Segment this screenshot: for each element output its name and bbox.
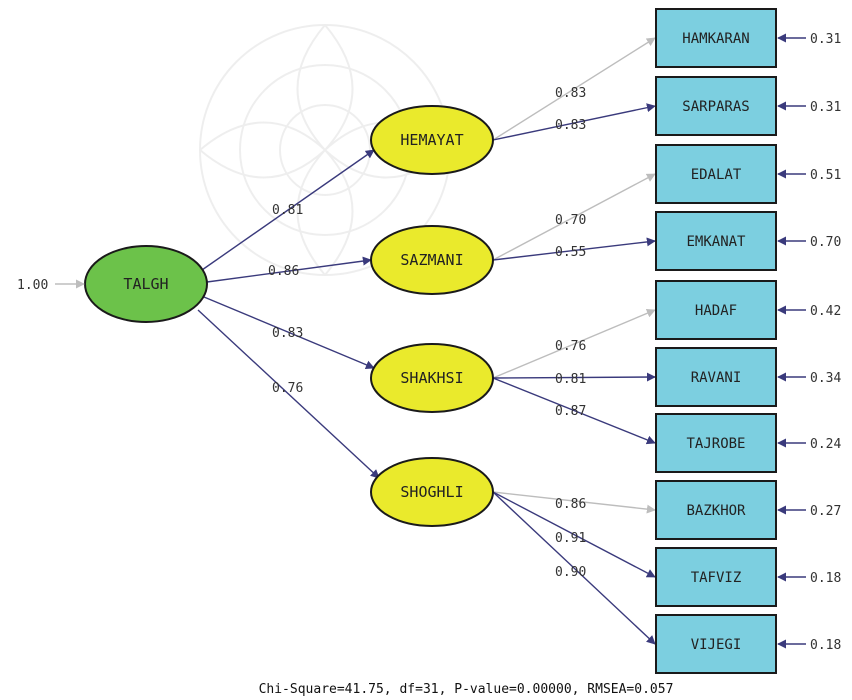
factor-label-hemayat: HEMAYAT — [400, 131, 463, 149]
error-variance-sarparas: 0.31 — [810, 100, 841, 115]
error-variance-hamkaran: 0.31 — [810, 32, 841, 47]
indicator-box-edalat: EDALAT — [655, 144, 777, 204]
indicator-label-sarparas: SARPARAS — [682, 99, 749, 115]
edges-layer — [197, 33, 806, 649]
indicator-box-hamkaran: HAMKARAN — [655, 8, 777, 68]
indicator-box-vijegi: VIJEGI — [655, 614, 777, 674]
indicator-box-hadaf: HADAF — [655, 280, 777, 340]
path-shakhsi-hadaf — [492, 308, 656, 379]
path-talgh-hemayat — [201, 149, 375, 271]
loading-label-vijegi: 0.90 — [555, 565, 586, 580]
loading-label-emkanat: 0.55 — [555, 245, 586, 260]
path-hemayat-hamkaran — [492, 37, 656, 141]
indicator-label-vijegi: VIJEGI — [691, 637, 742, 653]
error-variance-edalat: 0.51 — [810, 168, 841, 183]
path-talgh-shakhsi — [203, 296, 375, 370]
indicator-label-hadaf: HADAF — [695, 303, 737, 319]
factor-node-shakhsi: SHAKHSI — [370, 343, 494, 413]
loading-label-talgh-hemayat: 0.81 — [272, 203, 303, 218]
factor-node-shoghli: SHOGHLI — [370, 457, 494, 527]
indicator-label-tafviz: TAFVIZ — [691, 570, 742, 586]
loading-label-bazkhor: 0.86 — [555, 497, 586, 512]
factor-label-shoghli: SHOGHLI — [400, 483, 463, 501]
path-shakhsi-ravani — [492, 372, 656, 382]
error-variance-bazkhor: 0.27 — [810, 504, 841, 519]
main-factor-label: TALGH — [123, 275, 168, 293]
main-factor-node: TALGH — [84, 245, 208, 323]
error-variance-vijegi: 0.18 — [810, 638, 841, 653]
path-shoghli-vijegi — [492, 491, 656, 645]
error-variance-tafviz: 0.18 — [810, 571, 841, 586]
path-sazmani-emkanat — [492, 237, 656, 261]
factor-node-hemayat: HEMAYAT — [370, 105, 494, 175]
loading-label-edalat: 0.70 — [555, 213, 586, 228]
path-shakhsi-tajrobe — [492, 377, 656, 445]
loading-label-hamkaran: 0.83 — [555, 86, 586, 101]
path-hemayat-sarparas — [492, 103, 656, 141]
loading-label-talgh-shoghli: 0.76 — [272, 381, 303, 396]
path-sazmani-edalat — [492, 173, 656, 261]
error-variance-ravani: 0.34 — [810, 371, 841, 386]
indicator-label-edalat: EDALAT — [691, 167, 742, 183]
main-factor-variance: 1.00 — [17, 278, 48, 293]
indicators-layer: HAMKARAN SARPARAS EDALAT EMKANAT HADAF R… — [655, 8, 777, 674]
loading-label-talgh-shakhsi: 0.83 — [272, 326, 303, 341]
indicator-box-sarparas: SARPARAS — [655, 76, 777, 136]
indicator-box-bazkhor: BAZKHOR — [655, 480, 777, 540]
indicator-box-tafviz: TAFVIZ — [655, 547, 777, 607]
indicator-label-emkanat: EMKANAT — [686, 234, 746, 250]
indicator-box-emkanat: EMKANAT — [655, 211, 777, 271]
indicator-box-tajrobe: TAJROBE — [655, 413, 777, 473]
path-talgh-shoghli — [197, 309, 380, 479]
loading-label-tajrobe: 0.87 — [555, 404, 586, 419]
indicator-box-ravani: RAVANI — [655, 347, 777, 407]
indicator-label-ravani: RAVANI — [691, 370, 742, 386]
path-shoghli-tafviz — [492, 491, 656, 578]
error-variance-emkanat: 0.70 — [810, 235, 841, 250]
loading-label-ravani: 0.81 — [555, 372, 586, 387]
loading-label-sarparas: 0.83 — [555, 118, 586, 133]
path-talgh-sazmani — [206, 256, 372, 283]
error-variance-tajrobe: 0.24 — [810, 437, 841, 452]
indicator-label-bazkhor: BAZKHOR — [686, 503, 746, 519]
error-variance-hadaf: 0.42 — [810, 304, 841, 319]
path-shoghli-bazkhor — [492, 491, 656, 514]
factor-label-shakhsi: SHAKHSI — [400, 369, 463, 387]
loading-label-hadaf: 0.76 — [555, 339, 586, 354]
factor-node-sazmani: SAZMANI — [370, 225, 494, 295]
factor-label-sazmani: SAZMANI — [400, 251, 463, 269]
fit-statistics: Chi-Square=41.75, df=31, P-value=0.00000… — [259, 682, 674, 697]
loading-label-talgh-sazmani: 0.86 — [268, 264, 299, 279]
loading-label-tafviz: 0.91 — [555, 531, 586, 546]
indicator-label-hamkaran: HAMKARAN — [682, 31, 749, 47]
indicator-label-tajrobe: TAJROBE — [686, 436, 745, 452]
